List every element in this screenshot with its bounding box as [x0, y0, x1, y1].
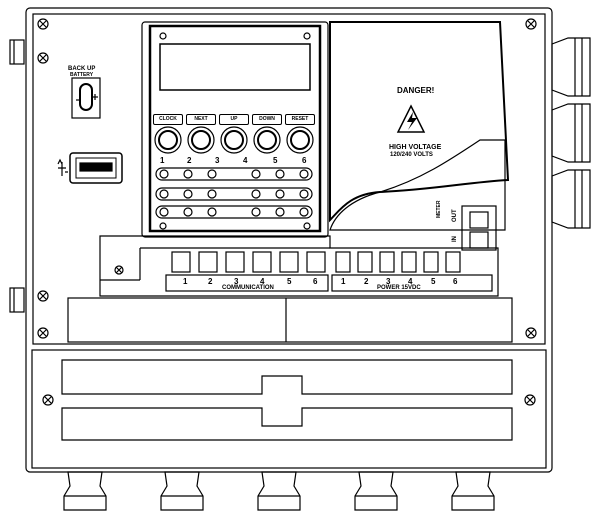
high-voltage-label: HIGH VOLTAGE — [389, 144, 442, 151]
bottom-cable-glands — [63, 471, 495, 511]
lower-cover — [31, 349, 547, 469]
key-number: 4 — [243, 156, 248, 165]
comm-number: 2 — [208, 277, 213, 286]
next-button-label: NEXT — [186, 114, 216, 125]
hinge-bottom — [9, 287, 25, 313]
power-number: 2 — [364, 277, 369, 286]
key-number: 3 — [215, 156, 220, 165]
hinge-top — [9, 39, 25, 65]
voltage-value-label: 120/240 VOLTS — [390, 152, 433, 158]
comm-number: 1 — [183, 277, 188, 286]
lcd-display — [159, 43, 311, 91]
power-number: 3 — [386, 277, 391, 286]
keypad-housing — [141, 21, 329, 238]
key-number: 5 — [273, 156, 278, 165]
power-number: 5 — [431, 277, 436, 286]
power-number: 1 — [341, 277, 346, 286]
meter-in-label: IN — [452, 236, 458, 242]
wiring-chamber — [67, 297, 513, 343]
meter-label: METER — [436, 200, 442, 219]
cover-recess-top — [61, 359, 513, 395]
down-button-label: DOWN — [252, 114, 282, 125]
enclosure-outline — [25, 7, 553, 473]
meter-out-label: OUT — [452, 209, 458, 222]
power-number: 6 — [453, 277, 458, 286]
up-button-label: UP — [219, 114, 249, 125]
comm-number: 6 — [313, 277, 318, 286]
power-terminals — [331, 251, 493, 292]
mounting-screws — [37, 18, 537, 406]
right-cable-glands — [551, 37, 591, 229]
comm-number: 3 — [234, 277, 239, 286]
comm-number: 4 — [260, 277, 265, 286]
usb-icon — [57, 158, 68, 176]
led-grid — [155, 167, 313, 219]
battery-label: BATTERY — [70, 72, 94, 78]
terminal-area — [99, 235, 499, 297]
power-number: 4 — [408, 277, 413, 286]
key-number: 1 — [160, 156, 165, 165]
keypad-buttons — [154, 126, 314, 154]
key-number: 2 — [187, 156, 192, 165]
key-number: 6 — [302, 156, 307, 165]
danger-title: DANGER! — [397, 86, 435, 95]
communication-label: COMMUNICATION — [222, 285, 274, 291]
clock-button-label: CLOCK — [153, 114, 183, 125]
reset-button-label: RESET — [285, 114, 315, 125]
upper-panel — [32, 13, 546, 345]
high-voltage-cover — [329, 21, 510, 223]
meter-terminal — [461, 205, 497, 251]
usb-port — [69, 152, 123, 184]
power-label: POWER 15VDC — [377, 285, 421, 291]
battery-holder — [71, 77, 101, 119]
cover-recess-bottom — [61, 407, 513, 441]
communication-terminals — [165, 251, 329, 292]
lightning-warning-icon — [396, 104, 426, 133]
comm-number: 5 — [287, 277, 292, 286]
backup-label: BACK UP — [68, 66, 96, 72]
